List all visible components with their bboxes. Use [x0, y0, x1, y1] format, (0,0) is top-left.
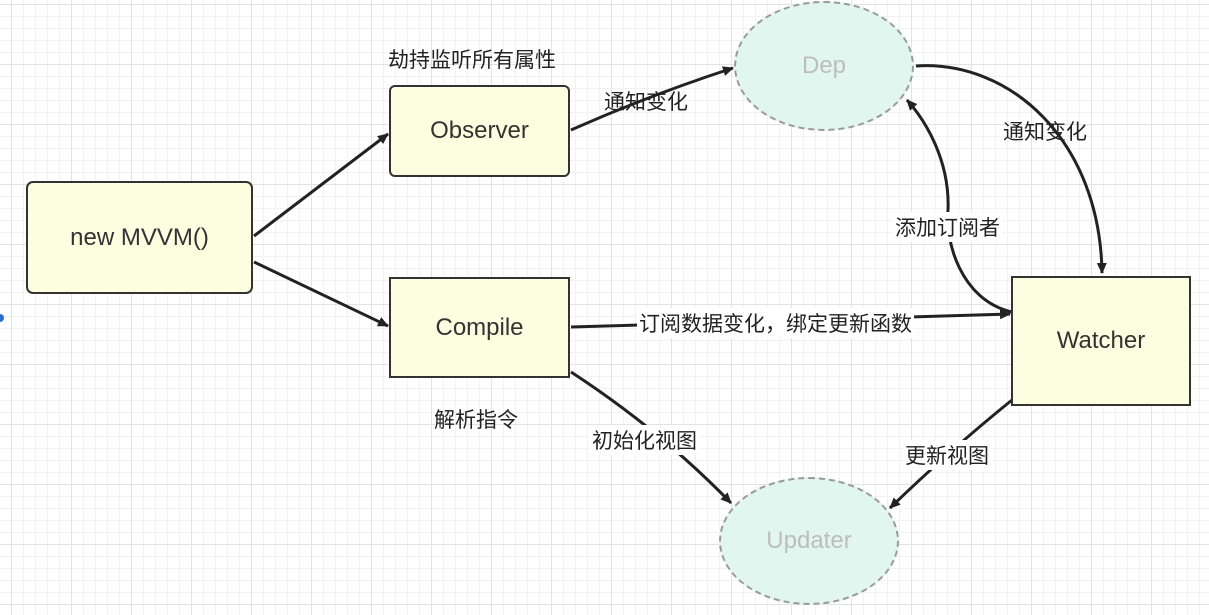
- node-observer[interactable]: Observer: [389, 85, 570, 177]
- edge-label-compile-updater: 初始化视图: [590, 425, 699, 455]
- edge-label-dep-watcher: 通知变化: [1003, 120, 1087, 144]
- observer-note: 劫持监听所有属性: [388, 48, 556, 72]
- node-new-mvvm[interactable]: new MVVM(): [26, 181, 253, 294]
- node-watcher-label: Watcher: [1056, 327, 1146, 354]
- node-updater-label: Updater: [766, 527, 852, 554]
- edge-label-observer-dep: 通知变化: [604, 90, 688, 114]
- edge-label-watcher-updater: 更新视图: [903, 440, 991, 470]
- node-watcher[interactable]: Watcher: [1011, 276, 1191, 406]
- edge-watcher-dep: [905, 98, 1013, 314]
- node-dep-label: Dep: [801, 52, 847, 79]
- blue-marker-dot: [0, 314, 4, 322]
- node-compile[interactable]: Compile: [389, 277, 570, 378]
- node-new-mvvm-label: new MVVM(): [70, 223, 209, 251]
- node-compile-label: Compile: [435, 313, 524, 341]
- edge-observer-dep: [570, 66, 734, 132]
- node-updater[interactable]: Updater: [719, 477, 899, 605]
- edge-label-watcher-dep: 添加订阅者: [893, 212, 1002, 242]
- node-observer-label: Observer: [430, 117, 529, 144]
- node-dep[interactable]: Dep: [734, 1, 914, 131]
- edge-mvvm-observer: [253, 132, 389, 238]
- edge-dep-watcher: [915, 64, 1107, 274]
- edge-mvvm-compile: [253, 260, 389, 328]
- edge-label-compile-watcher: 订阅数据变化，绑定更新函数: [637, 308, 914, 338]
- compile-note: 解析指令: [434, 408, 518, 432]
